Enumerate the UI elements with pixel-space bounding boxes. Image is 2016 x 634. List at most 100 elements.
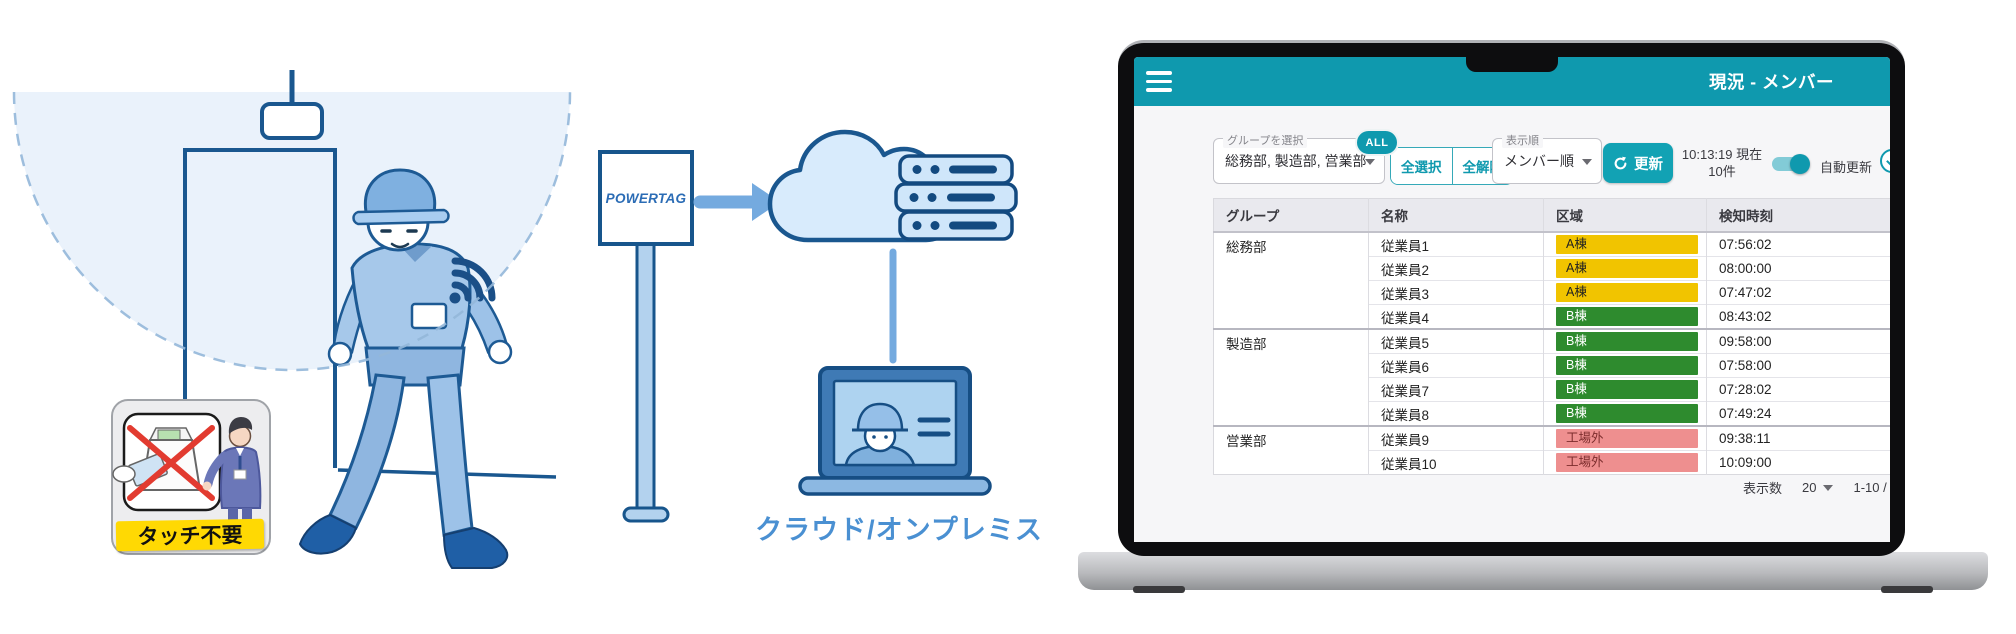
area-cell: B棟: [1543, 377, 1707, 402]
all-badge: ALL: [1355, 129, 1399, 156]
page-size-value: 20: [1802, 480, 1817, 495]
name-cell: 従業員2: [1368, 256, 1544, 281]
worker-cap-brim: [352, 208, 450, 226]
area-badge: B棟: [1556, 332, 1698, 351]
time-cell: 08:43:02: [1706, 304, 1890, 329]
time-cell: 09:38:11: [1706, 425, 1890, 451]
name-cell: 従業員10: [1368, 450, 1544, 475]
chevron-down-icon: [1365, 159, 1375, 165]
page-title: 現況 - メンバー: [1708, 72, 1834, 92]
worker-shoe-back: [298, 513, 358, 555]
table-row: 従業員7 B棟 07:28:02: [1214, 377, 1890, 402]
refresh-icon: [1614, 156, 1627, 169]
refresh-button[interactable]: 更新: [1603, 143, 1673, 183]
time-cell: 09:58:00: [1706, 328, 1890, 354]
area-badge: 工場外: [1556, 429, 1698, 448]
worker-shoe-front: [442, 526, 509, 569]
sensor-range-dashed-arc: [12, 91, 572, 372]
laptop-base: [1078, 552, 1988, 593]
auto-refresh-toggle[interactable]: [1772, 154, 1812, 174]
table-footer: 表示数 20 1-10 / 10: [1743, 478, 1890, 497]
area-cell: A棟: [1543, 280, 1707, 305]
area-badge: B棟: [1556, 380, 1698, 399]
chevron-down-icon: [1823, 484, 1834, 491]
area-cell: B棟: [1543, 304, 1707, 329]
hand: [112, 465, 136, 483]
column-header: 検知時刻: [1706, 198, 1890, 233]
name-cell: 従業員5: [1368, 328, 1544, 354]
table-row: 従業員8 B棟 07:49:24: [1214, 401, 1890, 426]
worker-hand-left: [327, 341, 353, 367]
laptop-display: 現況 - メンバー グループを選択 総務部, 製造部, 営業部 ALL 全選択 …: [1134, 57, 1890, 542]
name-cell: 従業員8: [1368, 401, 1544, 426]
touch-free-badge: タッチ不要: [115, 518, 265, 552]
group-select-label: グループを選択: [1223, 132, 1308, 148]
auto-refresh-label: 自動更新: [1820, 160, 1873, 175]
time-cell: 07:58:00: [1706, 353, 1890, 378]
table-row: 従業員2 A棟 08:00:00: [1214, 256, 1890, 281]
area-badge: B棟: [1556, 356, 1698, 375]
gate-sensor-illustration: [12, 70, 1018, 569]
time-cell: 10:09:00: [1706, 450, 1890, 475]
area-cell: 工場外: [1543, 450, 1707, 475]
doorway-frame: [183, 148, 337, 472]
arrow-right-icon: [693, 183, 780, 221]
toggle-knob: [1790, 154, 1810, 174]
sort-order-label: 表示順: [1502, 132, 1543, 148]
name-cell: 従業員3: [1368, 280, 1544, 305]
powertag-sign-label: POWERTAG: [605, 190, 687, 206]
ceiling-sensor-icon: [260, 102, 324, 140]
time-cell: 07:49:24: [1706, 401, 1890, 426]
sort-order-value: メンバー順: [1504, 153, 1574, 169]
area-badge: B棟: [1556, 307, 1698, 326]
group-cell: 製造部: [1213, 328, 1369, 426]
time-cell: 08:00:00: [1706, 256, 1890, 281]
area-cell: A棟: [1543, 256, 1707, 281]
walking-worker-figure: [298, 168, 513, 569]
page-size-label: 表示数: [1743, 481, 1783, 496]
area-cell: B棟: [1543, 353, 1707, 378]
area-badge: A棟: [1556, 283, 1698, 302]
column-header: 区域: [1543, 198, 1707, 233]
camera-notch: [1466, 57, 1558, 72]
time-cell: 07:56:02: [1706, 231, 1890, 257]
app-bar: 現況 - メンバー: [1134, 57, 1890, 106]
worker-id-badge: [410, 302, 448, 330]
column-header: 名称: [1368, 198, 1544, 233]
server-stack-icon: [894, 154, 1018, 241]
name-cell: 従業員7: [1368, 377, 1544, 402]
time-cell: 07:47:02: [1706, 280, 1890, 305]
name-cell: 従業員9: [1368, 425, 1544, 451]
red-x-icon: [127, 425, 215, 501]
hamburger-menu-icon[interactable]: [1146, 71, 1172, 92]
expand-circle-button[interactable]: [1880, 149, 1890, 173]
name-cell: 従業員1: [1368, 231, 1544, 257]
sort-order-select[interactable]: 表示順 メンバー順: [1492, 132, 1602, 184]
area-cell: A棟: [1543, 231, 1707, 257]
refresh-status: 10:13:19 現在 10件: [1674, 146, 1770, 180]
reader-display: [157, 429, 181, 441]
monitoring-laptop-icon: [798, 366, 992, 496]
select-all-button[interactable]: 全選択: [1391, 148, 1452, 184]
area-badge: A棟: [1556, 259, 1698, 278]
name-cell: 従業員6: [1368, 353, 1544, 378]
status-time: 10:13:19 現在: [1681, 147, 1763, 162]
chevron-down-icon: [1582, 159, 1592, 165]
page-size-select[interactable]: 20: [1802, 480, 1834, 495]
area-cell: 工場外: [1543, 425, 1707, 451]
deployment-label: クラウド/オンプレミス: [755, 515, 1043, 545]
area-cell: B棟: [1543, 328, 1707, 354]
area-badge: B棟: [1556, 404, 1698, 423]
wifi-signal-icon: [451, 257, 496, 302]
area-cell: B棟: [1543, 401, 1707, 426]
group-select-value: 総務部, 製造部, 営業部: [1225, 153, 1367, 169]
column-header: グループ: [1213, 198, 1369, 233]
time-cell: 07:28:02: [1706, 377, 1890, 402]
table-header-row: グループ名称区域検知時刻: [1213, 198, 1890, 233]
table-row: 従業員3 A棟 07:47:02: [1214, 280, 1890, 305]
